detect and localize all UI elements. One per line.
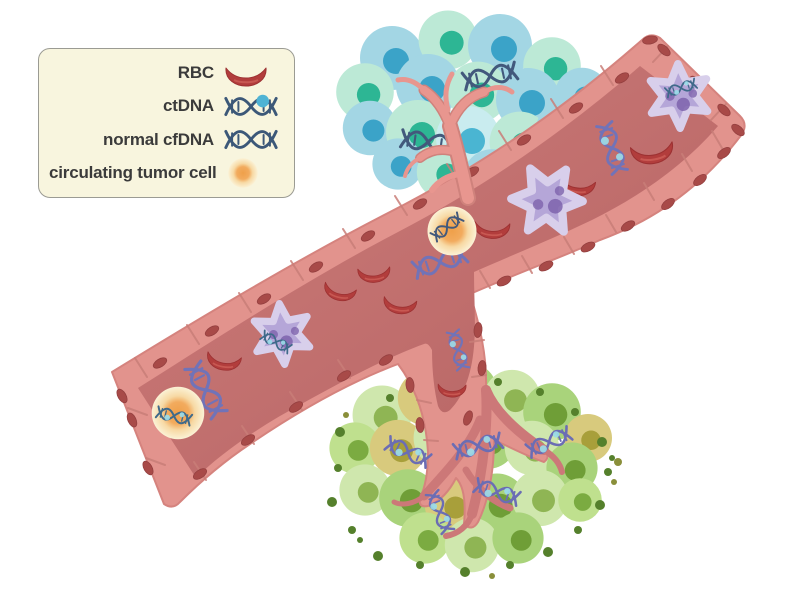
circulating-tumor-cell <box>427 206 477 256</box>
primary-tumor-vessel-tree <box>395 71 515 206</box>
legend-label: RBC <box>177 62 214 82</box>
ctc-icon <box>227 157 280 189</box>
cfdna-icon <box>224 126 280 153</box>
tumor-debris-dots <box>327 376 615 577</box>
blood-vessel <box>111 34 746 529</box>
legend-item-cfdna: normal cfDNA <box>49 124 280 156</box>
legend-item-ctc: circulating tumor cell <box>49 157 280 189</box>
circulating-tumor-cell <box>151 386 205 440</box>
vessel-lumen <box>138 66 718 478</box>
legend-item-ctdna: ctDNA <box>49 90 280 122</box>
legend-label: normal cfDNA <box>103 129 214 149</box>
legend: RBC ctDNA normal cfDNA circulating tumor… <box>38 48 295 198</box>
metastatic-tumor <box>327 362 622 579</box>
vessel-wall-nuclei <box>116 35 745 480</box>
rbc-icon <box>224 59 280 87</box>
legend-item-rbc: RBC <box>49 57 280 89</box>
ctdna-icon <box>224 93 280 120</box>
legend-label: ctDNA <box>163 96 214 116</box>
tumor-debris-dots-olive <box>343 412 622 579</box>
legend-label: circulating tumor cell <box>49 163 217 183</box>
